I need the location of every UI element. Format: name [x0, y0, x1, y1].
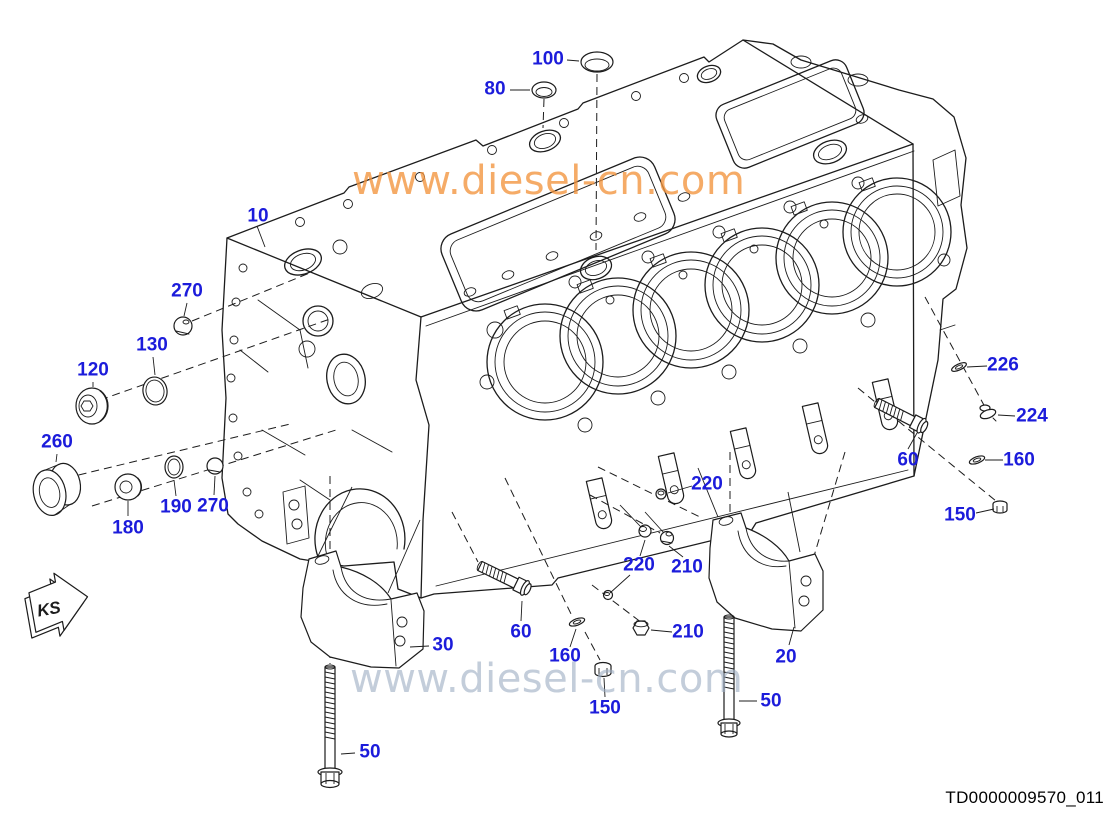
bushing-260 [32, 462, 82, 516]
callout-210-lower[interactable]: 210 [672, 621, 704, 643]
callout-150-nut-right[interactable]: 150 [944, 504, 976, 526]
nut-150-left [594, 661, 612, 678]
callout-150-nut-left[interactable]: 150 [589, 697, 621, 719]
drawing-id: TD0000009570_011 [945, 788, 1104, 807]
washer-160-left [568, 617, 586, 627]
main-bearing-bolt-50-left [317, 664, 343, 789]
end-face-details [932, 149, 961, 331]
callout-270-lower[interactable]: 270 [197, 495, 229, 517]
callout-60-bolt-left[interactable]: 60 [510, 621, 532, 643]
assembly-axis-lines [65, 73, 997, 664]
plug-220-upper [655, 488, 667, 500]
plug-220-mid [638, 524, 652, 538]
callout-80-sealing-cap[interactable]: 80 [484, 78, 506, 100]
side-bolt-60-left [476, 560, 532, 596]
leader-lines [55, 59, 1016, 755]
callout-190-sealing-ring[interactable]: 190 [160, 496, 192, 518]
callout-220-mid[interactable]: 220 [623, 554, 655, 576]
callout-220-upper[interactable]: 220 [691, 473, 723, 495]
o-ring-130 [142, 376, 168, 406]
front-face-details [226, 263, 406, 558]
ks-arrow-label: KS [36, 598, 63, 621]
bearing-webs [585, 378, 899, 530]
screw-plug-120 [75, 387, 109, 425]
plug-210-mid [659, 530, 675, 546]
callout-226-washer[interactable]: 226 [987, 354, 1019, 376]
sealing-cap-100 [580, 51, 614, 73]
main-bearing-bolt-50-right [717, 614, 741, 738]
callout-224-screw[interactable]: 224 [1016, 405, 1048, 427]
callout-100-sealing-cap[interactable]: 100 [532, 48, 564, 70]
callout-160-washer-left[interactable]: 160 [549, 645, 581, 667]
washer-226 [951, 362, 967, 372]
callout-270-upper[interactable]: 270 [171, 280, 203, 302]
callout-20-bearing-cap[interactable]: 20 [775, 646, 797, 668]
plug-270-upper [173, 316, 193, 336]
callout-10-crankcase[interactable]: 10 [247, 205, 269, 227]
ks-arrow: KS [24, 572, 89, 639]
sealing-cap-80 [531, 81, 557, 99]
washer-160-right [968, 455, 986, 465]
callout-50-bolt-left[interactable]: 50 [359, 741, 381, 763]
screw-224 [979, 404, 997, 422]
nut-150-right [992, 500, 1008, 514]
callout-120-screw-plug[interactable]: 120 [77, 359, 109, 381]
callout-30-bearing-cap[interactable]: 30 [432, 634, 454, 656]
side-bolt-60-right [873, 397, 929, 434]
crankcase-body [221, 39, 968, 599]
callout-60-bolt-right[interactable]: 60 [897, 449, 919, 471]
callout-50-bolt-right[interactable]: 50 [760, 690, 782, 712]
bearing-cap-30 [300, 550, 425, 669]
assembly-helper-lines [317, 467, 801, 594]
callout-260-bushing[interactable]: 260 [41, 431, 73, 453]
callout-180-screw-plug[interactable]: 180 [112, 517, 144, 539]
callout-160-washer-right[interactable]: 160 [1003, 449, 1035, 471]
callout-210-mid[interactable]: 210 [671, 556, 703, 578]
cylinder-bores [486, 177, 952, 421]
bearing-cap-20 [708, 512, 824, 632]
sealing-ring-190 [164, 455, 184, 479]
callout-130-o-ring[interactable]: 130 [136, 334, 168, 356]
screw-plug-180 [114, 473, 142, 501]
plug-270-lower [206, 457, 224, 475]
plug-210-lower [632, 620, 650, 636]
